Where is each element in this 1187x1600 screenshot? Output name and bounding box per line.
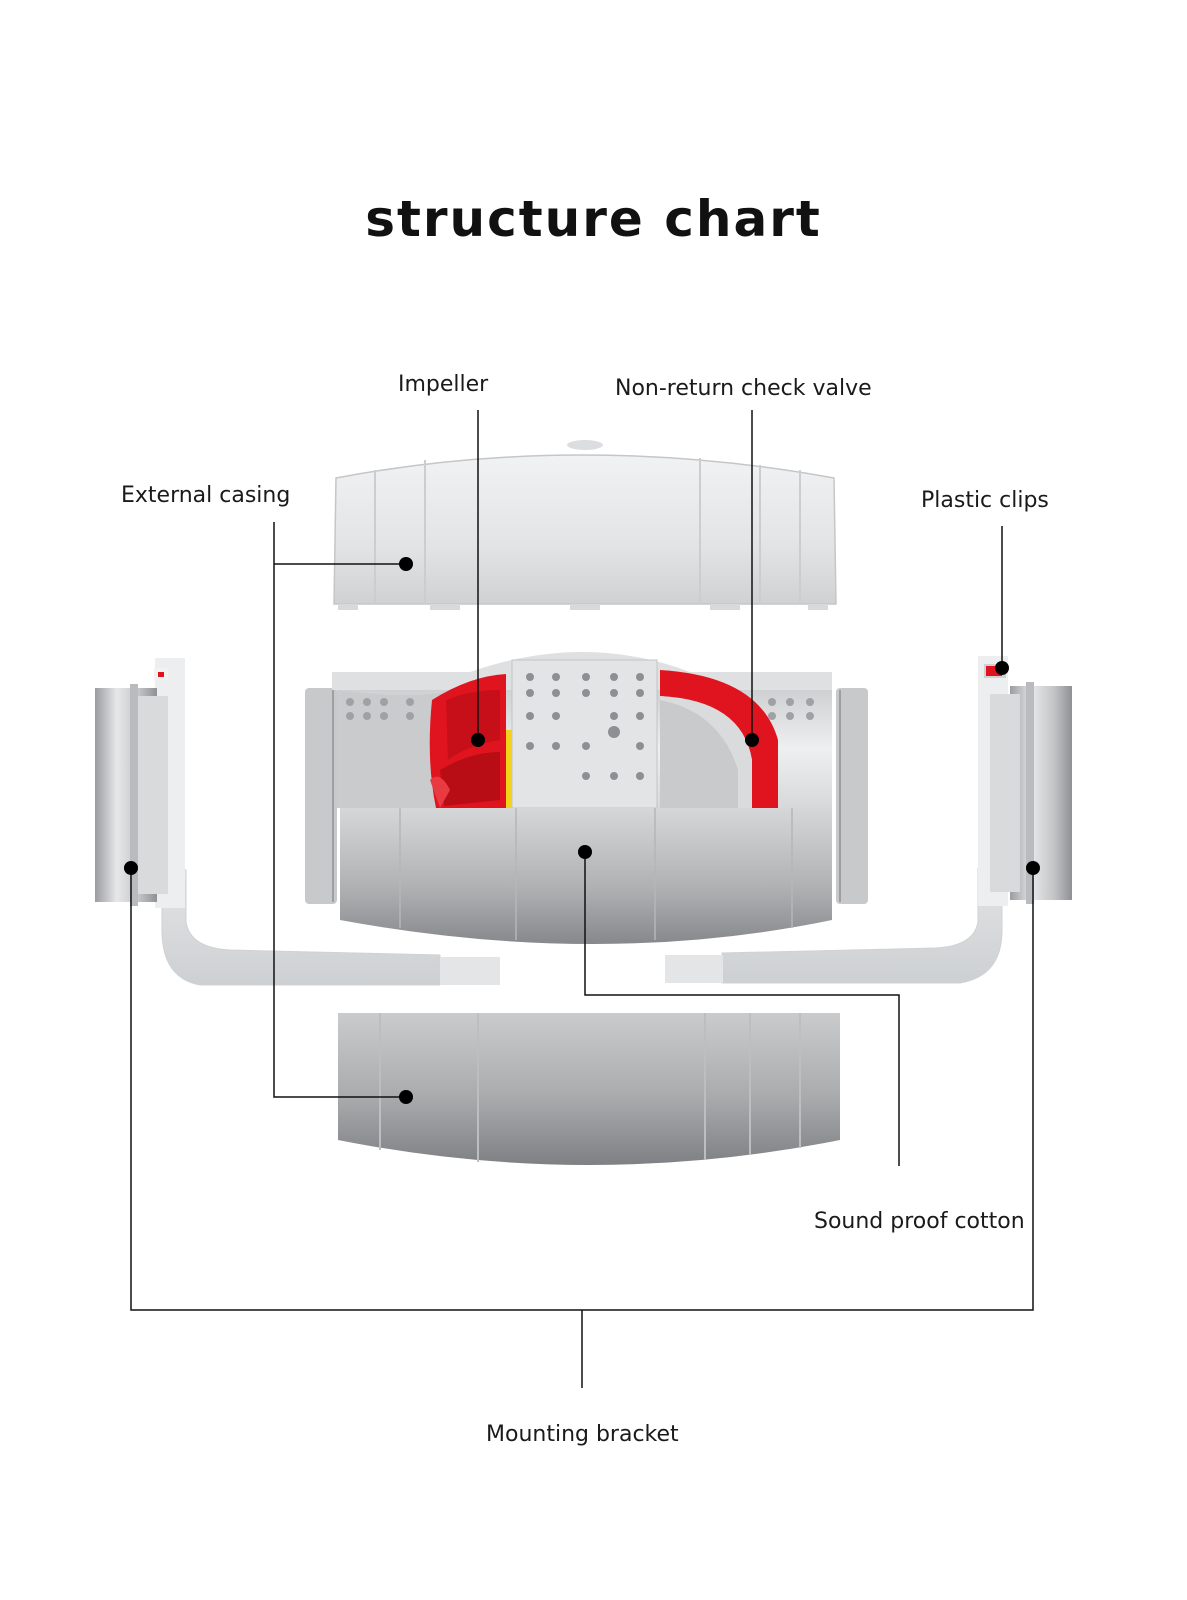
external-casing-top [333, 440, 837, 610]
leader-external-casing [273, 522, 406, 1098]
label-plastic-clips: Plastic clips [921, 488, 1049, 513]
dot-impeller [471, 733, 485, 747]
leader-sound-proof-cotton [584, 852, 900, 1166]
dot-plastic-clips [995, 661, 1009, 675]
dot-check-valve [745, 733, 759, 747]
dot-mounting-bracket-right [1026, 861, 1040, 875]
connector-ring-right [984, 664, 1072, 904]
label-external-casing: External casing [121, 483, 291, 508]
leader-lines [130, 410, 1034, 1388]
dot-external-casing-top [399, 557, 413, 571]
dot-external-casing-bottom [399, 1090, 413, 1104]
label-sound-proof-cotton: Sound proof cotton [814, 1209, 1025, 1234]
page-title: structure chart [365, 190, 822, 248]
label-impeller: Impeller [398, 372, 489, 397]
dot-sound-proof-cotton [578, 845, 592, 859]
dot-mounting-bracket-left [124, 861, 138, 875]
label-mounting-bracket: Mounting bracket [486, 1422, 679, 1447]
callout-dots [124, 557, 1040, 1104]
external-casing-bottom [338, 1013, 840, 1165]
label-check-valve: Non-return check valve [615, 376, 872, 401]
fan-body [305, 652, 868, 944]
